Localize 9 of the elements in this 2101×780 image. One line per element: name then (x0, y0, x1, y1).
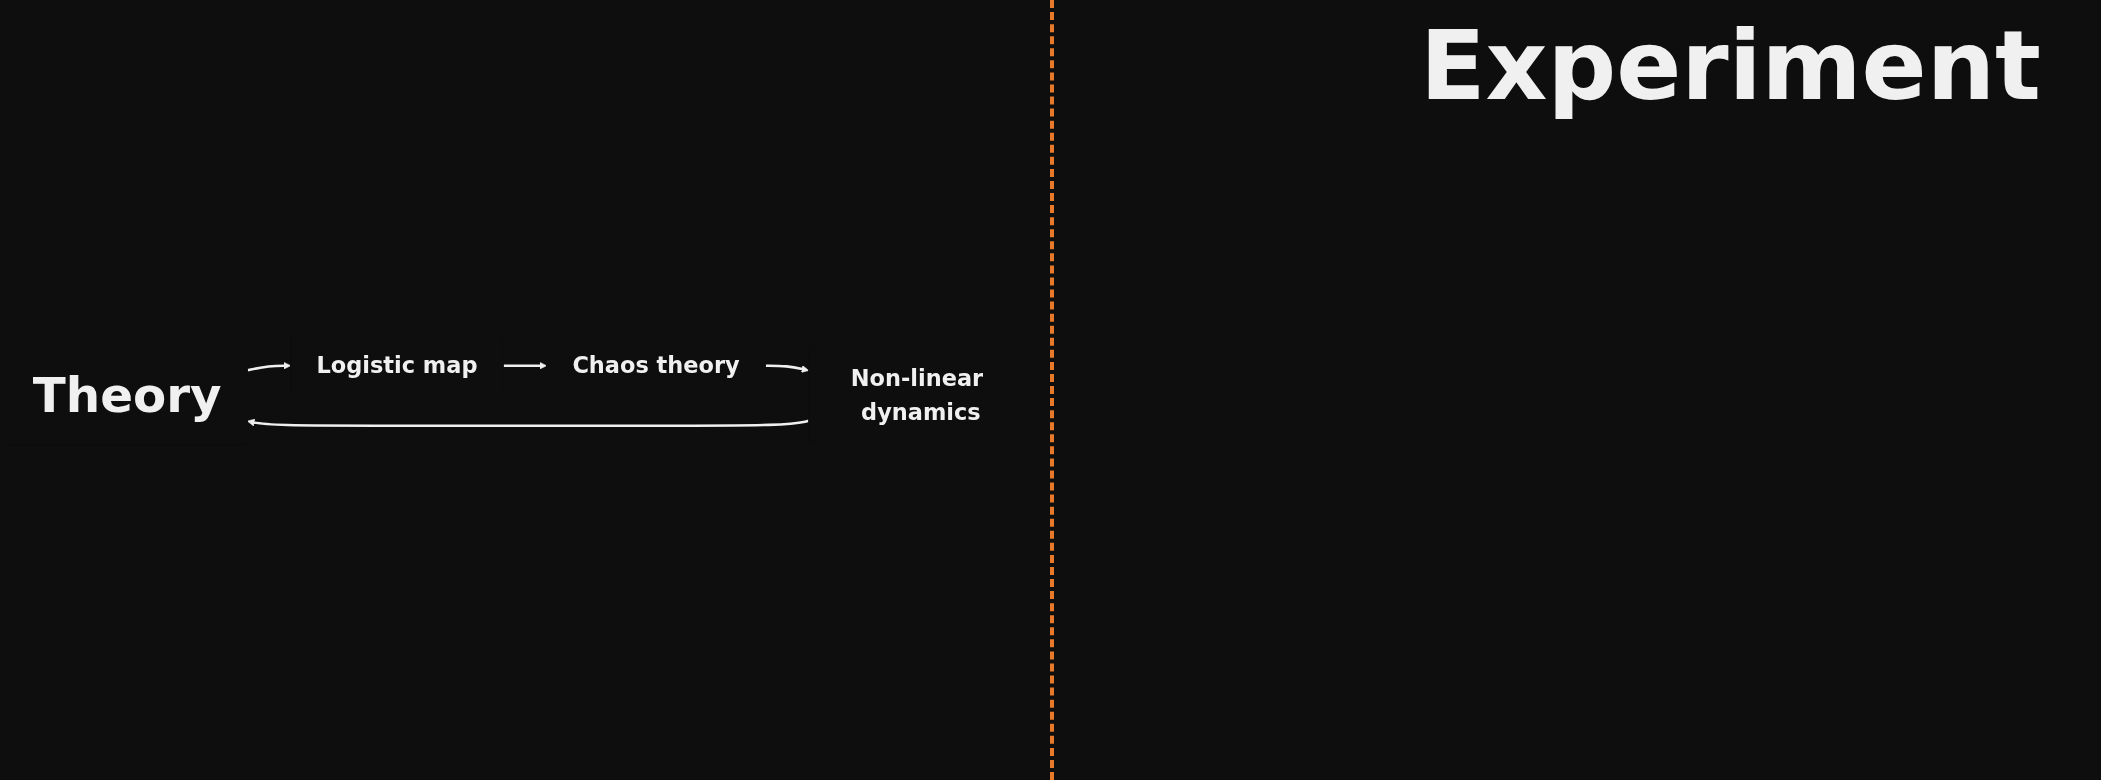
column-heading: Experiment (1420, 10, 2041, 122)
node-text: Non-linear dynamics (850, 365, 984, 425)
arrow (503, 361, 547, 370)
arrow (247, 418, 809, 427)
node-text: Logistic map (316, 351, 478, 378)
arrow (765, 364, 809, 373)
node-text: Theory (32, 366, 222, 423)
arrow (247, 361, 291, 372)
node-text: Chaos theory (572, 351, 740, 378)
